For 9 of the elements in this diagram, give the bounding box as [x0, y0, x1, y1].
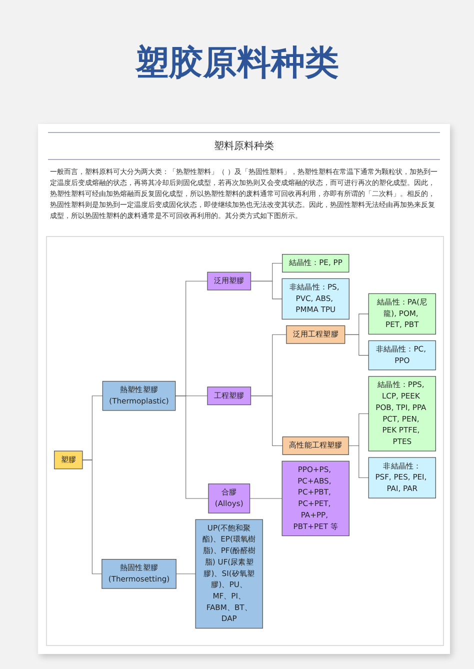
document-heading: 塑料原料种类 — [213, 140, 275, 154]
connector — [250, 395, 283, 446]
connector — [82, 459, 102, 574]
connector — [176, 573, 196, 574]
connector — [250, 280, 282, 299]
page-title: 塑胶原料种类 — [134, 42, 340, 85]
connector — [175, 395, 209, 498]
connector — [344, 334, 369, 356]
connector — [348, 445, 369, 478]
